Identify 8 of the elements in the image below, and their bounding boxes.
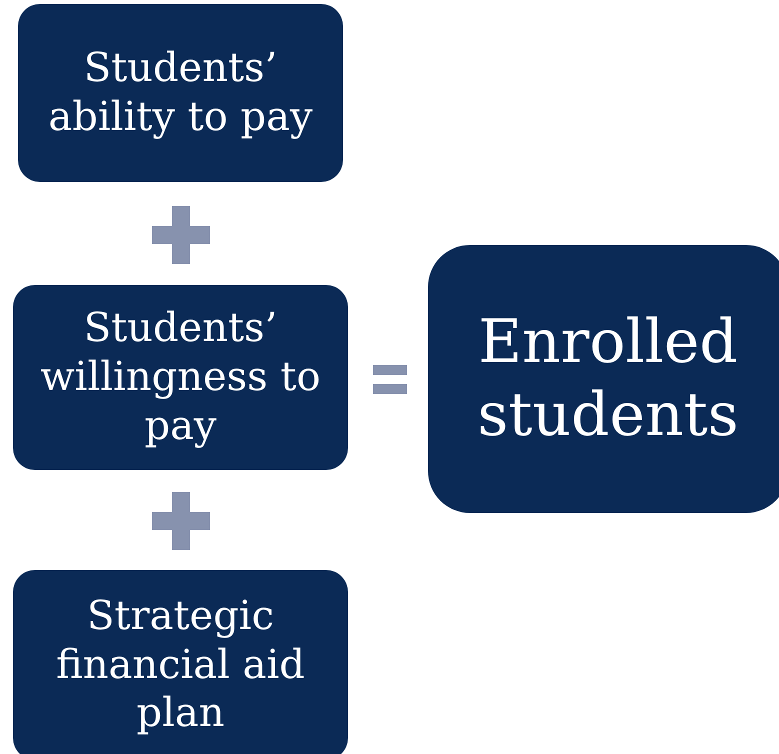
box-text: Students’ ability to pay <box>47 44 314 142</box>
rounded-box <box>428 245 779 513</box>
box-text: Enrolled students <box>476 306 740 452</box>
rounded-box <box>13 285 348 470</box>
box-text: Strategic financial aid plan <box>55 592 306 738</box>
box-text: Students’ willingness to pay <box>39 304 322 451</box>
rounded-box <box>13 570 348 754</box>
rounded-box <box>18 4 343 182</box>
